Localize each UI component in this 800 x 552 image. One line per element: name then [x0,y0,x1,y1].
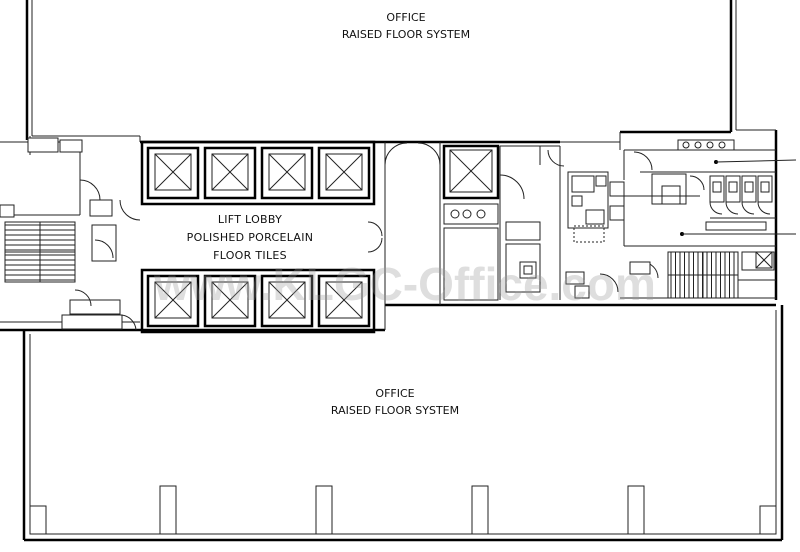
lift-lobby-label-line1: LIFT LOBBY [218,213,282,226]
lift-car-upper-2 [203,146,257,200]
service-core [442,144,590,301]
watermark-text: www.KLGC-Office.com [153,258,656,310]
lift-car-upper-3 [260,146,314,200]
lift-lobby-label-line2: POLISHED PORCELAIN [187,231,314,244]
lift-lobby-label-line3: FLOOR TILES [213,249,287,262]
lift-car-lower-2 [203,274,257,328]
room-labels: OFFICE RAISED FLOOR SYSTEM LIFT LOBBY PO… [187,11,470,417]
toilets-block [567,139,797,247]
lift-car-upper-1 [146,146,200,200]
right-staircase [599,251,776,299]
lift-bank-lower [140,268,376,334]
lift-car-lower-1 [146,274,200,328]
wc-cubicle [725,175,741,215]
wc-cubicle [741,175,757,215]
lift-car-upper-4 [317,146,371,200]
lift-car-lower-4 [317,274,371,328]
lift-car-lower-3 [260,274,314,328]
office-top-label-line2: RAISED FLOOR SYSTEM [342,28,470,41]
wc-cubicle [709,175,725,215]
facade-columns [29,485,777,535]
left-staircase [0,179,141,331]
lobby-doors [367,142,441,305]
office-bottom-label-line2: RAISED FLOOR SYSTEM [331,404,459,417]
wc-cubicle [757,175,773,215]
lift-bank-upper [140,140,376,206]
exterior-walls [22,0,784,542]
office-bottom-label-line1: OFFICE [375,387,414,400]
office-top-label-line1: OFFICE [386,11,425,24]
